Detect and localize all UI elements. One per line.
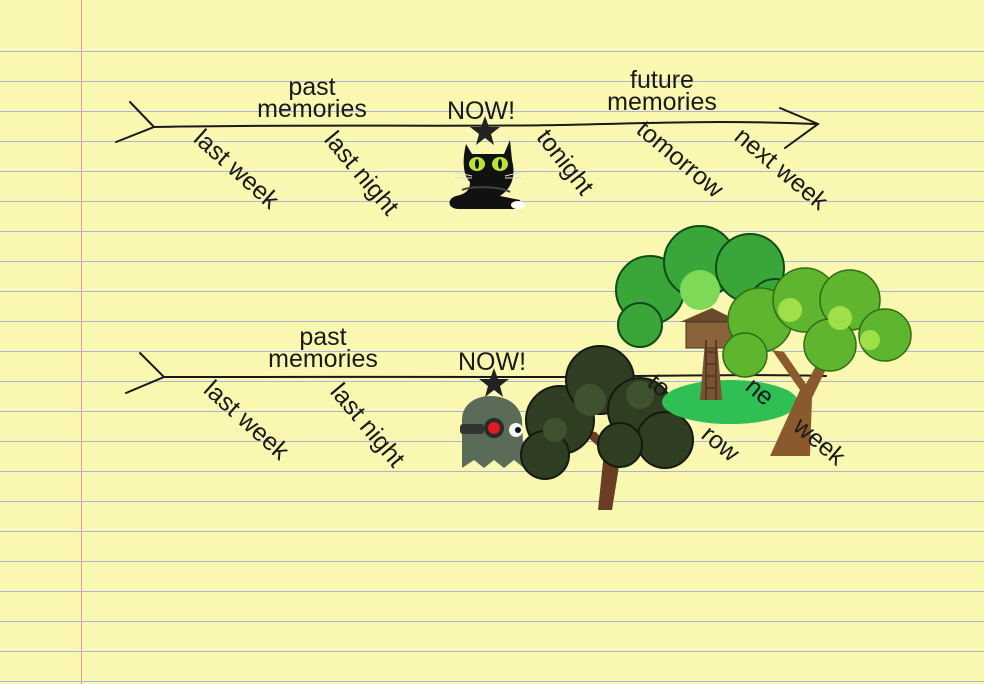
- treehouse-icon: [615, 225, 802, 424]
- star-icon: [479, 368, 509, 397]
- bottom-memories-text: memories: [268, 345, 378, 373]
- star-icon: [470, 116, 500, 145]
- tree-icon: [722, 267, 912, 456]
- top-memories-text: memories: [257, 95, 367, 123]
- paper-margin-line: [81, 0, 82, 684]
- tree-icon: [520, 345, 694, 510]
- top-now-label: NOW!: [446, 97, 516, 125]
- top-past-text: past: [288, 73, 336, 101]
- top-timeline-arrow: [115, 101, 821, 149]
- top-future-memories-text: memories: [607, 88, 717, 116]
- top-future-text: future: [630, 66, 694, 94]
- ghost-robot-icon: [460, 396, 524, 468]
- bottom-past-memories-label: past memories: [256, 323, 390, 373]
- top-past-memories-label: past memories: [245, 73, 379, 123]
- cat-icon: [449, 140, 525, 210]
- top-future-memories-label: future memories: [592, 66, 732, 116]
- bottom-now-label: NOW!: [457, 348, 527, 376]
- bottom-past-text: past: [299, 323, 347, 351]
